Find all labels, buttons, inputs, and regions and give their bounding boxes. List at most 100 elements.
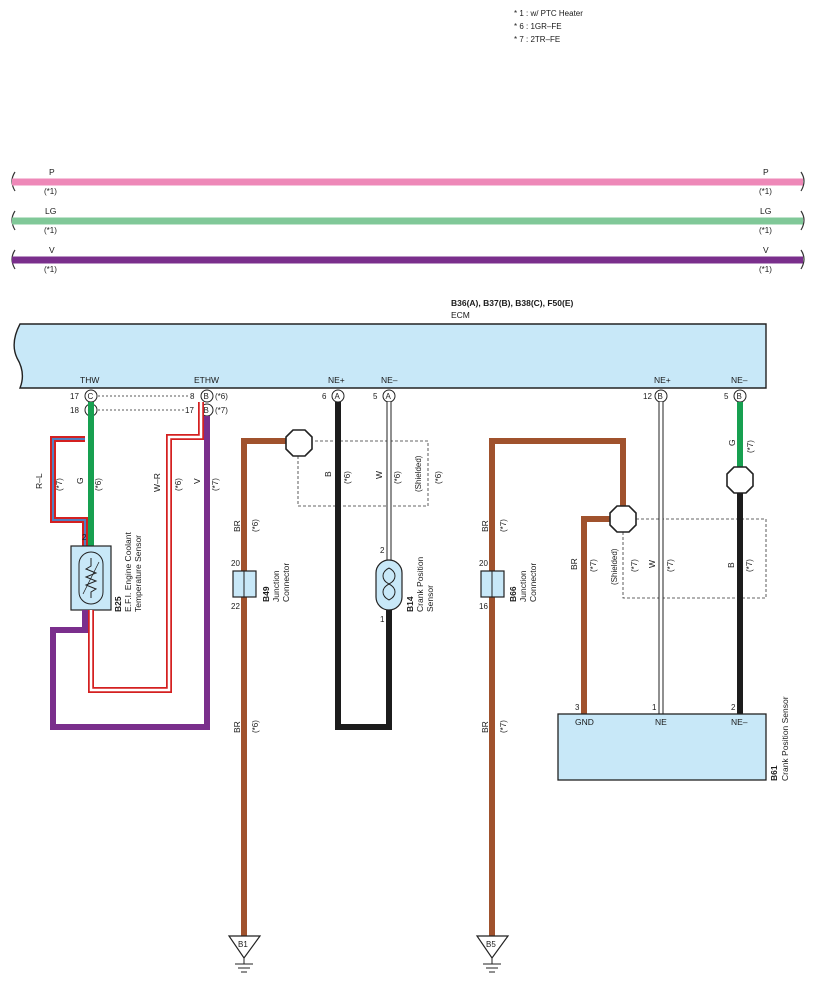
bus-v: V (*1) V (*1) — [11, 245, 805, 274]
crank-sensor-b14-circuit: B (*6) W (*6) (Shielded) (*6) 2 1 B14 Cr… — [227, 402, 443, 973]
crank-sensor-b61-circuit: G (*7) BR (*7) (Shielded) (*7) W (*7) B … — [475, 402, 790, 973]
shield-box — [622, 518, 767, 599]
label-shielded-2: (Shielded) — [610, 548, 619, 585]
wire-br-gnd — [581, 516, 611, 714]
note-g: (*6) — [94, 478, 103, 491]
pin-num-b12: 12 — [643, 392, 652, 401]
bus-break-right — [800, 171, 805, 192]
terminal-letter: B — [204, 392, 209, 401]
label-w-1: W — [374, 471, 384, 479]
thermistor-slash — [82, 561, 100, 595]
b25-code: B25 — [113, 596, 123, 612]
pin-num-b17: 17 — [185, 406, 194, 415]
ecm-pin-ethw: ETHW — [194, 375, 219, 385]
wire-splice-icon — [726, 466, 754, 494]
b61-sensor-box — [557, 713, 767, 781]
ground-b5: B5 — [486, 940, 496, 949]
bus-p-note-left: (*1) — [44, 187, 57, 196]
bus-v-code-left: V — [49, 245, 55, 255]
pin-num-b5: 5 — [724, 392, 729, 401]
b14-pin-bot: 1 — [380, 615, 385, 624]
b61-name: Crank Position Sensor — [780, 696, 790, 781]
note-wr: (*6) — [174, 478, 183, 491]
note-b17: (*7) — [215, 406, 228, 415]
bus-lg-code-left: LG — [45, 206, 56, 216]
bus-lg-code-right: LG — [760, 206, 771, 216]
b61-pin-nem: NE– — [731, 717, 748, 727]
bus-v-note-right: (*1) — [759, 265, 772, 274]
ground-point-icon — [227, 935, 262, 960]
ground-point-icon — [475, 935, 510, 960]
wire-rl-stripe — [52, 438, 86, 546]
b61-pin-gnd-num: 3 — [575, 703, 580, 712]
note-b-2: (*7) — [745, 559, 754, 572]
b61-pin-nem-num: 2 — [731, 703, 736, 712]
b49-code: B49 — [261, 586, 271, 602]
wire-wr-core — [89, 402, 203, 692]
bus-p-note-right: (*1) — [759, 187, 772, 196]
label-br-gnd: BR — [569, 558, 579, 570]
ecm-pin-thw: THW — [80, 375, 99, 385]
bus-p: P (*1) P (*1) — [11, 167, 805, 196]
coolant-temp-circuit: R–L (*7) G (*6) 2 1 B25 E.F.I. Engine Co… — [34, 402, 220, 730]
terminal-letter: C — [88, 392, 94, 401]
wire-v — [50, 416, 210, 730]
b14-pin-top: 2 — [380, 546, 385, 555]
bus-lg-note-right: (*1) — [759, 226, 772, 235]
bus-lg: LG (*1) LG (*1) — [11, 206, 805, 235]
b61-pin-gnd: GND — [575, 717, 594, 727]
pin-num-c18: 18 — [70, 406, 79, 415]
note-v: (*7) — [211, 478, 220, 491]
bus-v-code-right: V — [763, 245, 769, 255]
label-br-2b: BR — [480, 721, 490, 733]
wire-br-2 — [489, 438, 626, 941]
wire-b-1 — [335, 402, 392, 730]
b61-pin-ne: NE — [655, 717, 667, 727]
b49-name-2: Connector — [281, 563, 291, 602]
bus-v-note-left: (*1) — [44, 265, 57, 274]
note-w-2: (*7) — [666, 559, 675, 572]
bus-p-code-left: P — [49, 167, 55, 177]
label-w-2: W — [647, 560, 657, 568]
ecm-connectors: B36(A), B37(B), B38(C), F50(E) — [451, 298, 573, 308]
bus-break-right — [800, 249, 805, 270]
legend-note-6: * 6 : 1GR–FE — [514, 22, 562, 31]
b25-pin-top: 2 — [82, 533, 87, 542]
note-b8: (*6) — [215, 392, 228, 401]
note-b-1: (*6) — [343, 471, 352, 484]
pin-terminals: 17 C 18 C 8 B (*6) 17 B (*7) 6 A 5 A 12 … — [70, 389, 747, 417]
label-br-1b: BR — [232, 721, 242, 733]
ecm-pin-ne-plus-2: NE+ — [654, 375, 671, 385]
b66-pin-bot: 16 — [479, 602, 488, 611]
b66-pin-top: 20 — [479, 559, 488, 568]
note-br-1a: (*6) — [251, 519, 260, 532]
terminal-b8 — [200, 389, 214, 403]
legend-note-7: * 7 : 2TR–FE — [514, 35, 560, 44]
pin-num-a6: 6 — [322, 392, 327, 401]
ecm-block: B36(A), B37(B), B38(C), F50(E) ECM THW E… — [13, 298, 767, 389]
pickup-coil-icon — [382, 567, 396, 601]
bus-lg-note-left: (*1) — [44, 226, 57, 235]
note-br-2b: (*7) — [499, 720, 508, 733]
b61-pin-ne-num: 1 — [652, 703, 657, 712]
shield-ground-splice — [285, 429, 313, 457]
bus-p-code-right: P — [763, 167, 769, 177]
b14-sensor-body — [375, 559, 403, 611]
terminal-letter: B — [658, 392, 663, 401]
b14-code: B14 — [405, 596, 415, 612]
terminal-letter: B — [737, 392, 742, 401]
b14-name-2: Sensor — [425, 585, 435, 612]
label-b-2: B — [726, 562, 736, 568]
ecm-name: ECM — [451, 310, 470, 320]
b14-name-1: Crank Position — [415, 556, 425, 612]
label-g-2: G — [727, 439, 737, 446]
note-w-1: (*6) — [393, 471, 402, 484]
label-br-1a: BR — [232, 520, 242, 532]
b25-name-2: Temperature Sensor — [133, 535, 143, 612]
b66-name-2: Connector — [528, 563, 538, 602]
note-g-2: (*7) — [746, 440, 755, 453]
note-br-2a: (*7) — [499, 519, 508, 532]
label-rl: R–L — [34, 473, 44, 489]
b61-code: B61 — [769, 765, 779, 781]
